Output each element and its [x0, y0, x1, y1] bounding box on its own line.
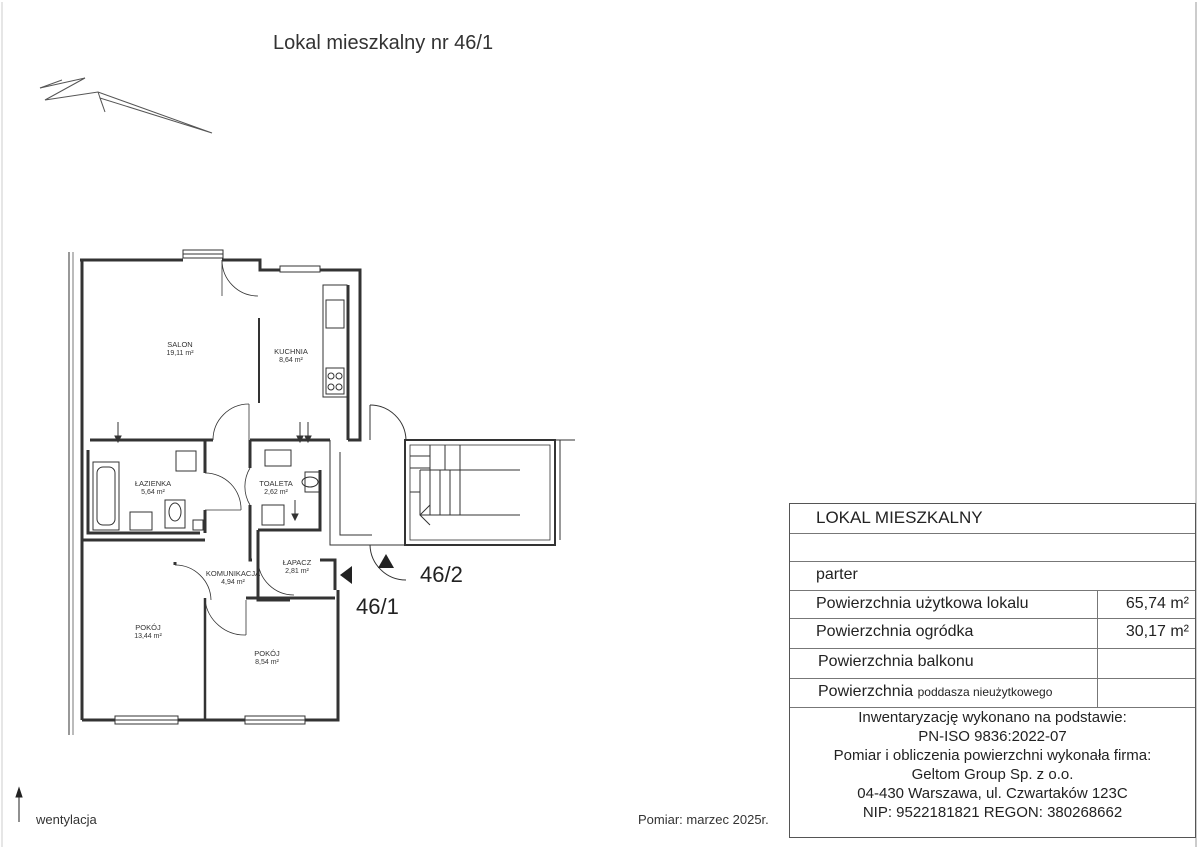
- room-salon-name: SALON: [167, 340, 193, 349]
- entry-arrow-46-2-icon: [378, 554, 394, 568]
- room-komunikacja-area: 4,94 m²: [221, 579, 245, 586]
- room-lazienka-area: 5,64 m²: [141, 489, 165, 496]
- info-table: LOKAL MIESZKALNY parter Powierzchnia uży…: [789, 503, 1196, 838]
- usable-area-value: 65,74 m²: [1125, 595, 1189, 612]
- attic-area-label: Powierzchnia poddasza nieużytkowego: [818, 683, 1052, 701]
- info-row-attic-area: Powierzchnia poddasza nieużytkowego: [790, 679, 1195, 708]
- walls: [80, 258, 362, 722]
- note-line-6: NIP: 9522181821 REGON: 380268662: [862, 804, 1123, 821]
- info-notes: Inwentaryzację wykonano na podstawie: PN…: [790, 708, 1195, 822]
- info-row-balcony-area: Powierzchnia balkonu: [790, 649, 1195, 679]
- garden-area-value: 30,17 m²: [1125, 623, 1189, 640]
- note-line-2: PN-ISO 9836:2022-07: [918, 728, 1067, 745]
- attic-area-label-main: Powierzchnia: [818, 683, 914, 700]
- info-row-garden-area: Powierzchnia ogródka 30,17 m²: [790, 619, 1195, 649]
- info-floor-row: parter: [790, 562, 1195, 590]
- usable-area-label: Powierzchnia użytkowa lokalu: [816, 595, 1029, 612]
- info-header: LOKAL MIESZKALNY: [816, 508, 983, 527]
- door-swings: [174, 259, 295, 636]
- entry-arrow-46-1-icon: [340, 566, 352, 584]
- room-lapacz-area: 2,81 m²: [285, 568, 309, 575]
- garden-area-label: Powierzchnia ogródka: [816, 623, 974, 640]
- unit-tag-46-2: 46/2: [420, 562, 463, 587]
- room-komunikacja-name: KOMUNIKACJA: [205, 569, 261, 578]
- info-floor: parter: [816, 566, 858, 583]
- bathroom-fixtures: [92, 450, 204, 531]
- north-arrow-icon: [39, 77, 213, 134]
- room-pokoj-2-area: 8,54 m²: [255, 659, 279, 666]
- windows: [114, 249, 321, 725]
- room-kuchnia-name: KUCHNIA: [274, 347, 308, 356]
- staircase: [329, 404, 575, 581]
- note-line-3: Pomiar i obliczenia powierzchni wykonała…: [833, 747, 1152, 764]
- kitchen-counter: [322, 284, 348, 398]
- room-lazienka-name: ŁAZIENKA: [134, 479, 172, 488]
- page-title: Lokal mieszkalny nr 46/1: [273, 32, 494, 54]
- info-empty-row: [790, 534, 1195, 562]
- room-kuchnia-area: 8,64 m²: [279, 357, 303, 364]
- info-header-row: LOKAL MIESZKALNY: [790, 504, 1195, 534]
- ventilation-legend-arrow-icon: [15, 786, 23, 822]
- info-row-usable-area: Powierzchnia użytkowa lokalu 65,74 m²: [790, 590, 1195, 619]
- note-line-5: 04-430 Warszawa, ul. Czwartaków 123C: [857, 785, 1128, 802]
- unit-tag-46-1: 46/1: [356, 594, 399, 619]
- survey-date: Pomiar: marzec 2025r.: [638, 812, 769, 827]
- room-toaleta-name: TOALETA: [259, 479, 293, 488]
- toilet-fixtures: [261, 449, 320, 526]
- ventilation-legend-label: wentylacja: [36, 812, 97, 827]
- balcony-area-label: Powierzchnia balkonu: [818, 653, 974, 670]
- room-pokoj-1-name: POKÓJ: [135, 623, 161, 632]
- room-pokoj-2-name: POKÓJ: [254, 649, 280, 658]
- room-lapacz-name: ŁAPACZ: [282, 558, 312, 567]
- ventilation-markers: [114, 422, 312, 522]
- room-pokoj-1-area: 13,44 m²: [134, 633, 162, 640]
- note-line-1: Inwentaryzację wykonano na podstawie:: [858, 709, 1127, 726]
- room-salon-area: 19,11 m²: [166, 350, 194, 357]
- room-toaleta-area: 2,62 m²: [264, 489, 288, 496]
- attic-area-label-small: poddasza nieużytkowego: [917, 685, 1053, 699]
- note-line-4: Geltom Group Sp. z o.o.: [911, 766, 1074, 783]
